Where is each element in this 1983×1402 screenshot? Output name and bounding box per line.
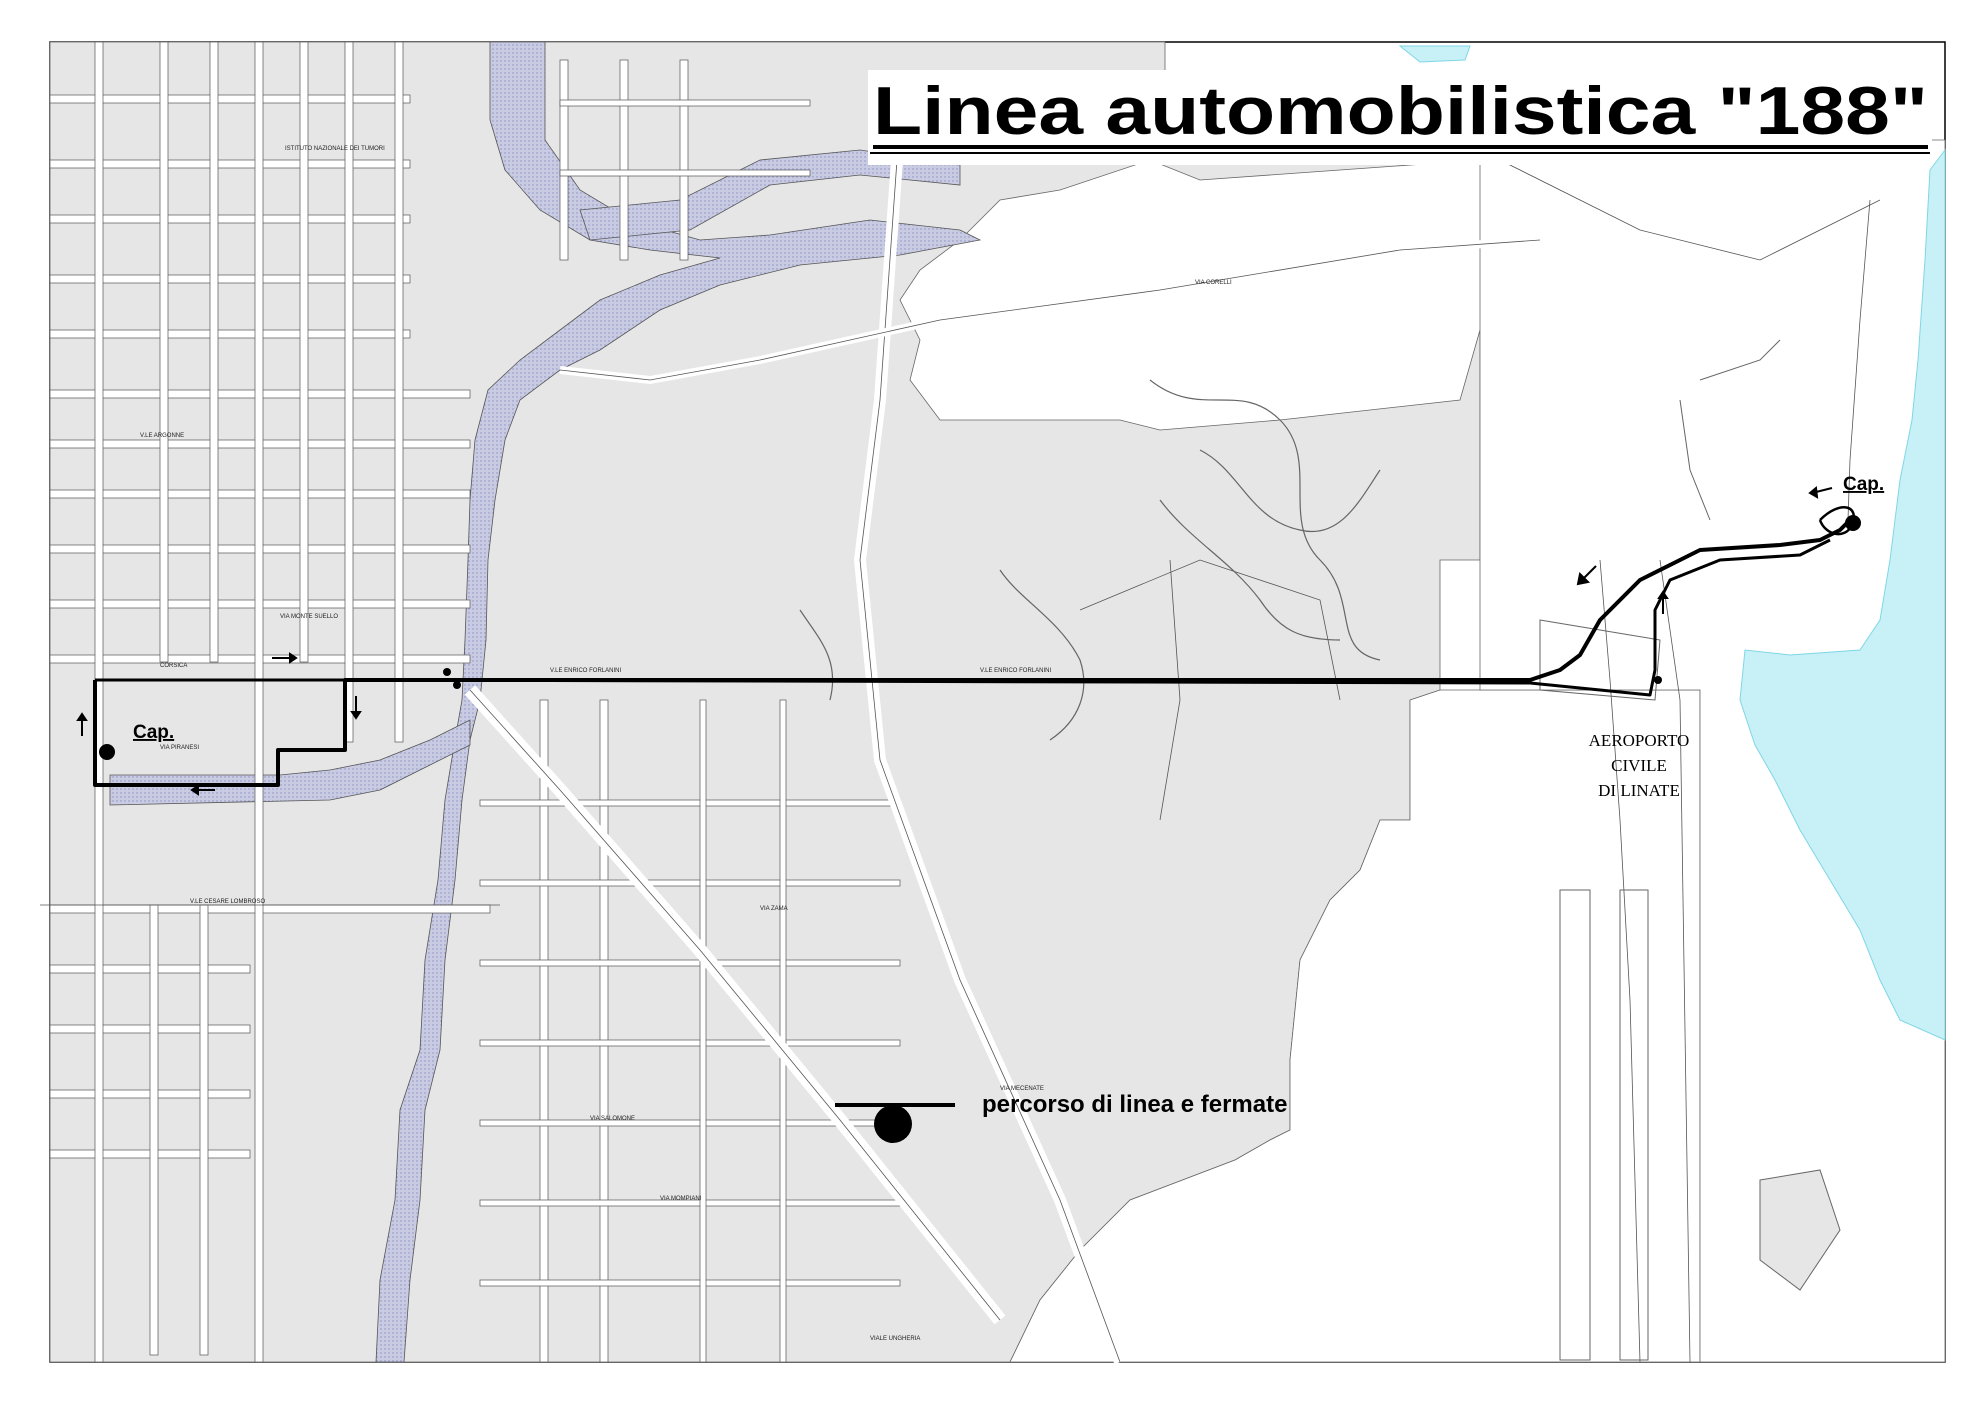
street-label: VIA PIRANESI <box>160 745 199 751</box>
stop <box>453 681 461 689</box>
street-label: VIA ZAMA <box>760 906 788 912</box>
terminus-label-west: Cap. <box>133 722 174 743</box>
street-label: V.LE ARGONNE <box>140 433 184 439</box>
bus-stops <box>99 515 1861 760</box>
street-grid <box>49 41 901 1363</box>
stop <box>1654 676 1662 684</box>
arrow-icon <box>1576 565 1597 586</box>
lake-top <box>1398 45 1471 63</box>
stop-terminus-east <box>1845 515 1861 531</box>
airport-runways <box>1539 339 1841 1361</box>
idroscalo-lake <box>1739 148 1946 1041</box>
arrow-icon <box>190 784 215 796</box>
route-return <box>95 538 1831 697</box>
arrow-icon <box>76 712 88 736</box>
airport-line3: DI LINATE <box>1598 781 1680 800</box>
map-title: Linea automobilistica "188" <box>873 73 1928 149</box>
arrow-icon <box>272 652 298 664</box>
street-label: VIA MECENATE <box>1000 1086 1044 1092</box>
street-label: V.LE ENRICO FORLANINI <box>550 668 621 674</box>
title-block: Linea automobilistica "188" <box>868 70 1932 165</box>
airport-line2: CIVILE <box>1611 756 1667 775</box>
arrow-icon <box>350 696 362 720</box>
park-paths <box>799 379 1381 741</box>
street-label: VIALE UNGHERIA <box>870 1336 920 1342</box>
arrow-icon <box>1808 486 1833 499</box>
legend-label: percorso di linea e fermate <box>982 1091 1287 1118</box>
route-main <box>93 518 1852 787</box>
stop <box>443 668 451 676</box>
street-label: VIA CORELLI <box>1195 280 1232 286</box>
street-label: ISTITUTO NAZIONALE DEI TUMORI <box>285 146 385 152</box>
street-label: VIA SALOMONE <box>590 1116 635 1122</box>
street-label: VIA MOMPIANI <box>660 1196 702 1202</box>
major-roads <box>40 159 1881 1365</box>
legend-stop-icon <box>874 1105 912 1143</box>
street-label: V.LE CESARE LOMBROSO <box>190 899 265 905</box>
airport-zone <box>1009 689 1701 1363</box>
street-labels: V.LE ENRICO FORLANINI V.LE ENRICO FORLAN… <box>140 146 1232 1342</box>
stop-terminus-west <box>99 744 115 760</box>
river <box>375 41 982 1363</box>
airport-line1: AEROPORTO <box>1589 731 1690 750</box>
street-label: VIA MONTE SUELLO <box>280 614 338 620</box>
street-label: CORSICA <box>160 663 187 669</box>
airport-label: AEROPORTO CIVILE DI LINATE <box>1589 731 1690 800</box>
terminus-label-east: Cap. <box>1843 474 1884 495</box>
open-field <box>1479 139 1946 1363</box>
direction-arrows <box>76 486 1833 796</box>
legend: percorso di linea e fermate <box>835 1091 1287 1143</box>
arrow-icon <box>1657 590 1669 614</box>
street-label: V.LE ENRICO FORLANINI <box>980 668 1051 674</box>
